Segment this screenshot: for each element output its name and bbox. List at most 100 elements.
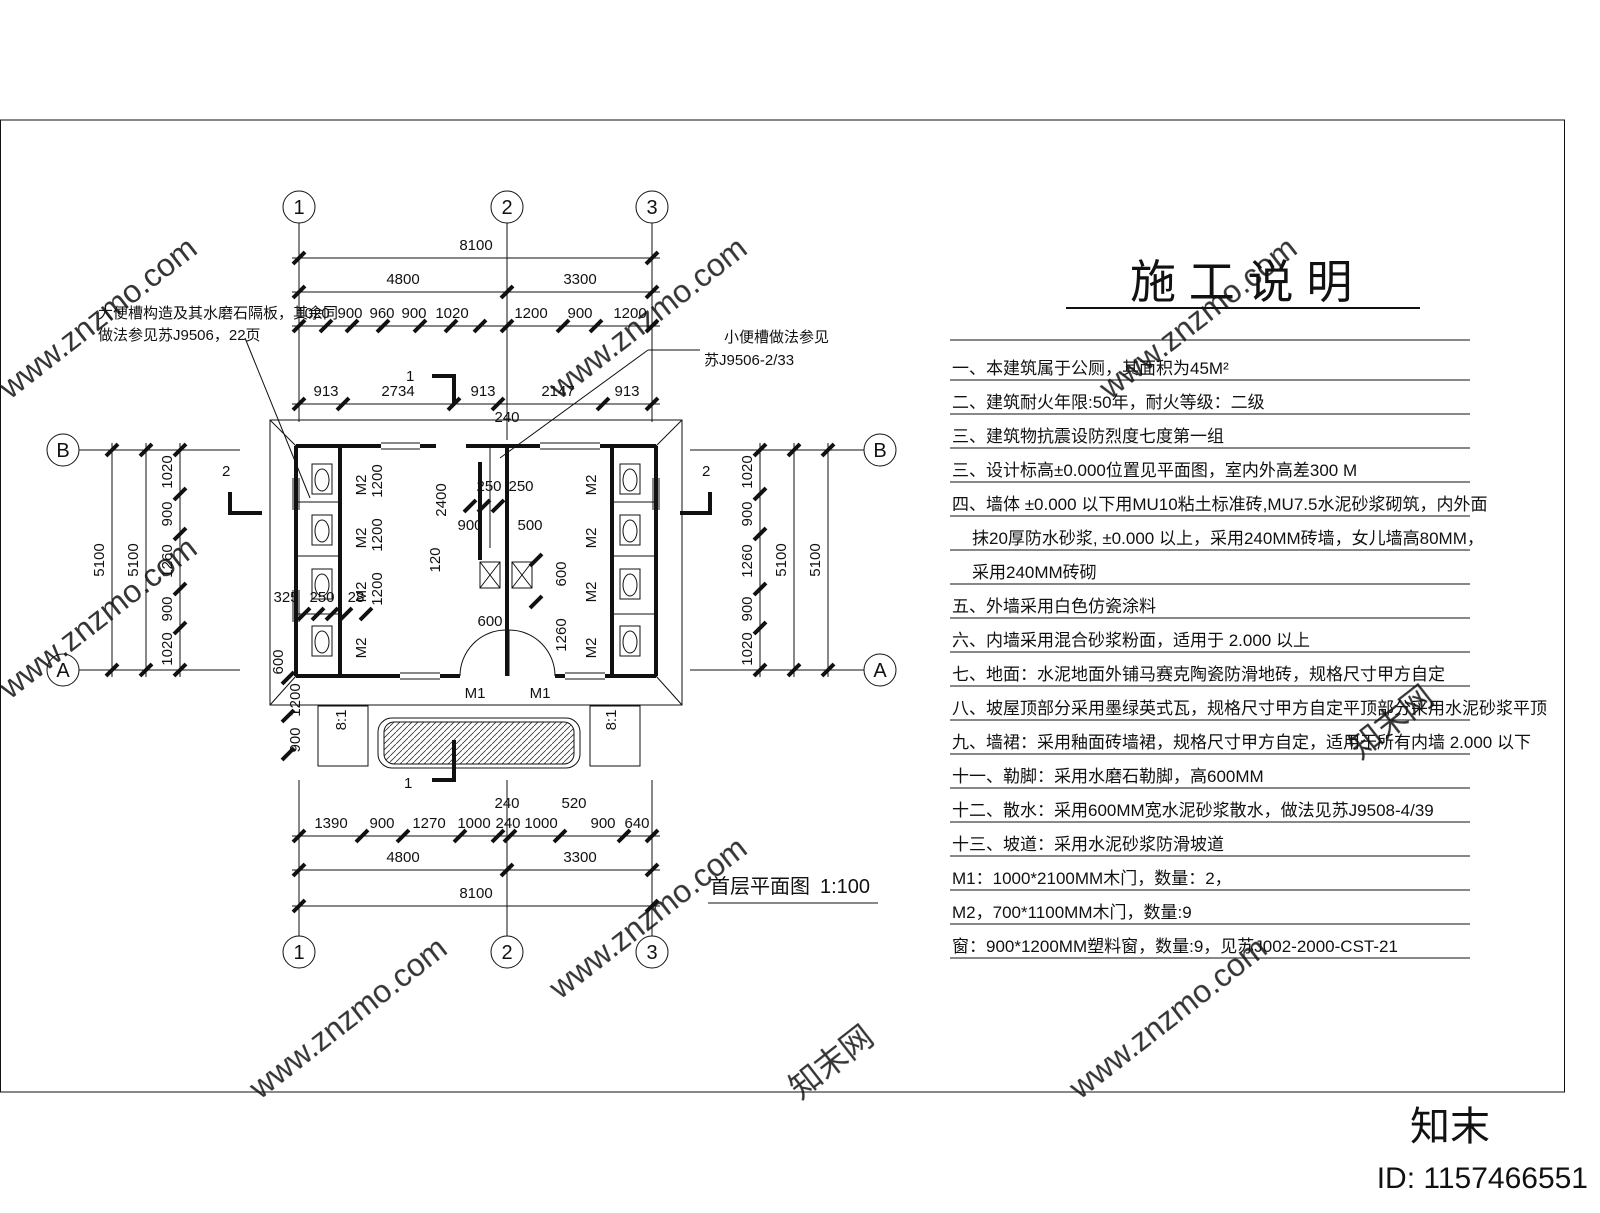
dim-2400: 2400	[433, 483, 450, 516]
dim-top-4800: 4800	[386, 271, 419, 288]
door-label-m2-left-1: M2	[353, 475, 370, 496]
note-item-16: M1：1000*2100MM木门，数量：2，	[952, 869, 1232, 888]
dim-right-inner-4: 900	[739, 596, 756, 621]
dim-bottom-seg-5: 240	[495, 815, 520, 832]
dim-top-2734: 2734	[381, 383, 414, 400]
note-item-3: 三、建筑物抗震设防烈度七度第一组	[952, 427, 1224, 446]
dim-top-seg-6: 1200	[514, 305, 547, 322]
dim-900-interior: 900	[457, 517, 482, 534]
dim-top-913-c: 913	[614, 383, 639, 400]
dim-top-913-b: 913	[470, 383, 495, 400]
right-toilet-stalls: M2 M2 M2 M2	[583, 463, 656, 659]
sheet-border	[0, 119, 1565, 1093]
watermark-id: ID: 1157466551	[1377, 1162, 1588, 1195]
grid-label-a-left: A	[56, 660, 70, 682]
watermark-logo: 知末	[1410, 1105, 1490, 1149]
dim-top-seg-2: 900	[337, 305, 362, 322]
note-item-11: 八、坡屋顶部分采用墨绿英式瓦，规格尺寸甲方自定平顶部分采用水泥砂浆平顶	[952, 699, 1547, 718]
dim-bottom-seg-4: 1000	[457, 815, 490, 832]
dim-600-a: 600	[477, 613, 502, 630]
door-label-m2-left-4: M2	[353, 638, 370, 659]
note-item-5: 四、墙体 ±0.000 以下用MU10粘土标准砖,MU7.5水泥砂浆砌筑，内外面	[952, 495, 1487, 514]
dim-1200-a: 1200	[369, 464, 386, 497]
dim-bottom-3300: 3300	[563, 849, 596, 866]
callout-left-line-2: 做法参见苏J9506，22页	[98, 327, 261, 344]
dim-1200-c: 1200	[369, 572, 386, 605]
door-label-m2-right-3: M2	[583, 582, 600, 603]
note-item-17: M2，700*1100MM木门，数量:9	[952, 903, 1192, 922]
dim-top-3300: 3300	[563, 271, 596, 288]
building-plan: M2 M2 M2 M2 1200 1200 1200 M2 M2 M2 M2	[269, 419, 683, 769]
left-toilet-stalls: M2 M2 M2 M2 1200 1200 1200	[296, 463, 386, 659]
sink-fixtures	[479, 446, 533, 589]
note-item-14: 十二、散水：采用600MM宽水泥砂浆散水，做法见苏J9508-4/39	[952, 801, 1434, 820]
dim-bottom-4800: 4800	[386, 849, 419, 866]
dim-ticks-interior	[296, 498, 544, 622]
note-item-15: 十三、坡道：采用水泥砂浆防滑坡道	[952, 835, 1224, 854]
dim-top-total: 8100	[459, 237, 492, 254]
dim-1200-b: 1200	[369, 518, 386, 551]
dim-bottom-240: 240	[494, 795, 519, 812]
entry-doors	[459, 629, 556, 677]
door-label-m1-left: M1	[465, 685, 486, 702]
dim-chains-right: 1020 900 1260 900 1020 5100 5100	[739, 442, 836, 678]
dim-top-seg-4: 900	[401, 305, 426, 322]
dim-top-seg-3: 960	[369, 305, 394, 322]
note-item-18: 窗：900*1200MM塑料窗，数量:9，见苏J002-2000-CST-21	[952, 937, 1398, 956]
note-item-6: 抹20厚防水砂浆, ±0.000 以上，采用240MM砖墙，女儿墙高80MM，	[972, 529, 1484, 548]
ramp-slope-left: 8:1	[333, 710, 350, 731]
dim-top-seg-8: 1200	[613, 305, 646, 322]
dim-bottom-seg-7: 900	[590, 815, 615, 832]
dim-right-inner-1: 1020	[739, 455, 756, 488]
dim-right-mid: 5100	[773, 543, 790, 576]
dim-120: 120	[427, 547, 444, 572]
grid-label-2-top: 2	[501, 197, 512, 219]
note-item-1: 一、本建筑属于公厕，其面积为45M²	[952, 359, 1229, 378]
dim-bottom-seg-6: 1000	[524, 815, 557, 832]
grid-label-3-bottom: 3	[646, 942, 657, 964]
dim-top-240: 240	[494, 409, 519, 426]
dim-bottom-total: 8100	[459, 885, 492, 902]
callout-left-line-1: 大便槽构造及其水磨石隔板，其余同	[98, 304, 338, 322]
dim-left-inner-4: 900	[159, 596, 176, 621]
dim-bottom-520: 520	[561, 795, 586, 812]
dim-right-inner-2: 900	[739, 501, 756, 526]
note-item-2: 二、建筑耐火年限:50年，耐火等级：二级	[952, 393, 1265, 412]
dim-left-inner-5: 1020	[159, 632, 176, 665]
note-item-9: 六、内墙采用混合砂浆粉面，适用于 2.000 以上	[952, 631, 1310, 650]
door-label-m1-right: M1	[530, 685, 551, 702]
dim-left-inner-3: 1260	[159, 544, 176, 577]
dim-top-seg-5: 1020	[435, 305, 468, 322]
grid-axis-top: 1 2 3	[282, 190, 669, 224]
dim-500: 500	[517, 517, 542, 534]
door-label-m2-left-3: M2	[353, 582, 370, 603]
dim-chains-bottom: 240 520 1390 900 1270 1000 240 1000 900 …	[291, 795, 660, 914]
grid-label-3-top: 3	[646, 197, 657, 219]
grid-label-2-bottom: 2	[501, 942, 512, 964]
dim-front-900: 900	[287, 727, 304, 752]
dim-top-seg-1: 1020	[296, 305, 329, 322]
dim-right-outer: 5100	[807, 543, 824, 576]
grid-lines	[79, 223, 864, 936]
exterior-walls	[294, 444, 658, 678]
front-ramps	[317, 705, 641, 769]
dim-ticks-front	[280, 670, 296, 762]
dim-bottom-seg-2: 900	[369, 815, 394, 832]
dim-bottom-seg-3: 1270	[412, 815, 445, 832]
watermark-brand-1: 知末网	[1342, 678, 1440, 765]
dim-front-600: 600	[270, 649, 287, 674]
notes-title: 施 工 说 明	[1130, 256, 1352, 308]
grid-label-a-right: A	[873, 660, 887, 682]
grid-label-b-left: B	[56, 440, 69, 462]
grid-axis-right: B A	[863, 433, 897, 687]
door-label-m2-right-4: M2	[583, 638, 600, 659]
door-label-m2-right-1: M2	[583, 475, 600, 496]
dim-325: 325	[273, 589, 298, 606]
section-marks: 1 1 2 2	[222, 368, 712, 792]
dim-250-b: 250	[508, 478, 533, 495]
dim-250-a: 250	[476, 478, 501, 495]
note-item-8: 五、外墙采用白色仿瓷涂料	[952, 597, 1156, 616]
plan-scale: 1:100	[820, 876, 870, 898]
dim-left-inner-1: 1020	[159, 455, 176, 488]
